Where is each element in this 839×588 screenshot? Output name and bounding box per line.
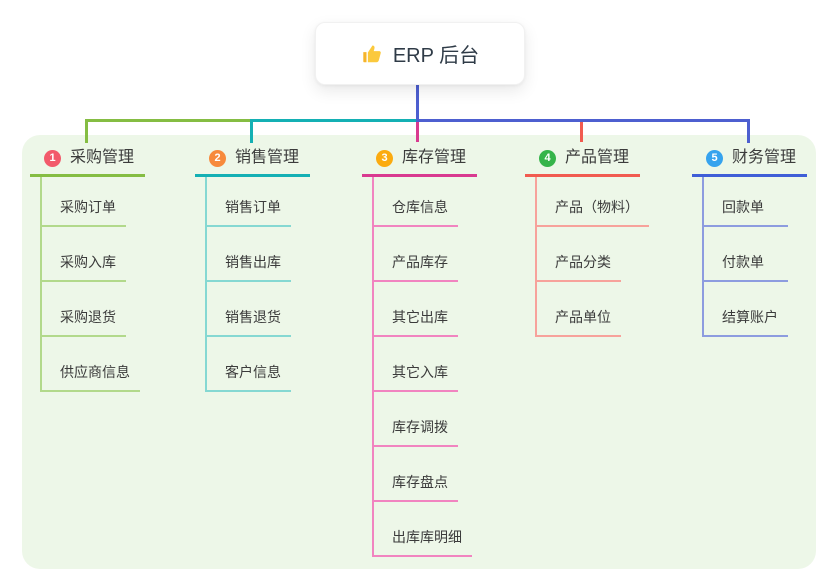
- branch-items: 回款单 付款单 结算账户: [702, 177, 788, 337]
- branch-sales-management: 2 销售管理 销售订单 销售出库 销售退货 客户信息: [195, 148, 310, 392]
- branch-badge: 1: [44, 149, 61, 167]
- branch-title-inventory[interactable]: 3 库存管理: [362, 148, 477, 177]
- branch-title-label: 库存管理: [402, 149, 467, 166]
- branch-items: 销售订单 销售出库 销售退货 客户信息: [205, 177, 291, 392]
- connector-drop-purchase: [85, 119, 88, 143]
- connector-drop-product: [580, 122, 583, 142]
- node-item[interactable]: 采购退货: [42, 282, 126, 337]
- node-item[interactable]: 采购入库: [42, 227, 126, 282]
- node-item[interactable]: 销售订单: [207, 177, 291, 227]
- branch-purchase-management: 1 采购管理 采购订单 采购入库 采购退货 供应商信息: [30, 148, 145, 392]
- connector-horizontal-blue: [416, 119, 750, 122]
- connector-root-vertical: [416, 83, 419, 122]
- branch-title-purchase[interactable]: 1 采购管理: [30, 148, 145, 177]
- node-item[interactable]: 仓库信息: [374, 177, 458, 227]
- connector-horizontal-teal: [250, 119, 418, 122]
- branch-badge: 2: [209, 149, 226, 167]
- branch-badge: 5: [706, 149, 723, 167]
- branch-title-finance[interactable]: 5 财务管理: [692, 148, 807, 177]
- branch-items: 仓库信息 产品库存 其它出库 其它入库 库存调拨 库存盘点 出库库明细: [372, 177, 472, 557]
- node-item[interactable]: 销售出库: [207, 227, 291, 282]
- connector-drop-inventory: [416, 122, 419, 142]
- branch-badge: 4: [539, 149, 556, 167]
- root-label: ERP 后台: [392, 45, 480, 67]
- node-item[interactable]: 产品单位: [537, 282, 621, 337]
- node-item[interactable]: 库存调拨: [374, 392, 458, 447]
- branch-badge: 3: [376, 149, 393, 167]
- branch-items: 采购订单 采购入库 采购退货 供应商信息: [40, 177, 140, 392]
- root-node-erp[interactable]: ERP 后台: [315, 22, 525, 85]
- node-item[interactable]: 出库库明细: [374, 502, 472, 557]
- node-item[interactable]: 产品库存: [374, 227, 458, 282]
- branches-panel: [22, 135, 816, 569]
- node-item[interactable]: 付款单: [704, 227, 788, 282]
- branch-title-label: 产品管理: [565, 149, 630, 166]
- node-item[interactable]: 其它入库: [374, 337, 458, 392]
- thumbs-up-icon: [361, 43, 383, 65]
- branch-items: 产品（物料） 产品分类 产品单位: [535, 177, 649, 337]
- branch-product-management: 4 产品管理 产品（物料） 产品分类 产品单位: [525, 148, 649, 337]
- node-item[interactable]: 结算账户: [704, 282, 788, 337]
- branch-title-label: 财务管理: [732, 149, 797, 166]
- branch-finance-management: 5 财务管理 回款单 付款单 结算账户: [692, 148, 807, 337]
- node-item[interactable]: 产品（物料）: [537, 177, 649, 227]
- branch-title-label: 采购管理: [70, 149, 135, 166]
- connector-drop-sales: [250, 119, 253, 143]
- connector-horizontal-green: [85, 119, 253, 122]
- node-item[interactable]: 销售退货: [207, 282, 291, 337]
- node-item[interactable]: 其它出库: [374, 282, 458, 337]
- branch-inventory-management: 3 库存管理 仓库信息 产品库存 其它出库 其它入库 库存调拨 库存盘点 出库库…: [362, 148, 477, 557]
- branch-title-product[interactable]: 4 产品管理: [525, 148, 640, 177]
- node-item[interactable]: 产品分类: [537, 227, 621, 282]
- connector-drop-finance: [747, 119, 750, 143]
- node-item[interactable]: 客户信息: [207, 337, 291, 392]
- node-item[interactable]: 库存盘点: [374, 447, 458, 502]
- node-item[interactable]: 供应商信息: [42, 337, 140, 392]
- branch-title-sales[interactable]: 2 销售管理: [195, 148, 310, 177]
- node-item[interactable]: 回款单: [704, 177, 788, 227]
- branch-title-label: 销售管理: [235, 149, 300, 166]
- node-item[interactable]: 采购订单: [42, 177, 126, 227]
